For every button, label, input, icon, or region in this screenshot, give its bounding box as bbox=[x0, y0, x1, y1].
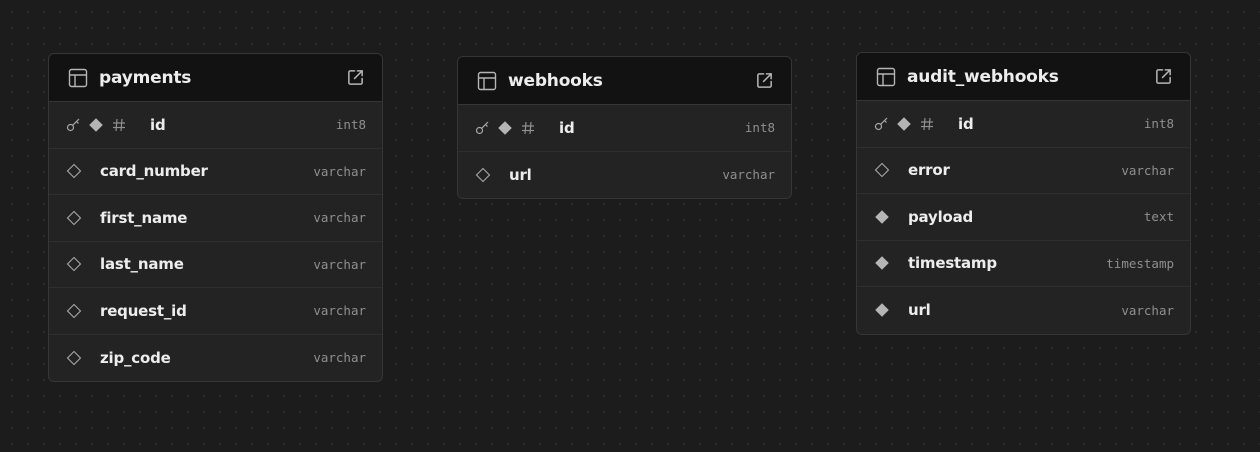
hash-icon bbox=[919, 116, 935, 132]
column-row-last-name[interactable]: last_name varchar bbox=[49, 242, 382, 288]
hash-icon bbox=[520, 120, 536, 136]
hollow-diamond-icon bbox=[66, 303, 82, 319]
table-header: audit_webhooks bbox=[857, 53, 1190, 101]
column-row-id[interactable]: id int8 bbox=[49, 102, 382, 149]
column-row-id[interactable]: id int8 bbox=[458, 105, 791, 152]
column-name: first_name bbox=[100, 208, 188, 227]
column-type: int8 bbox=[335, 117, 366, 133]
key-icon bbox=[475, 120, 491, 136]
filled-diamond-icon bbox=[874, 209, 890, 225]
external-link-icon[interactable] bbox=[1152, 66, 1174, 88]
hollow-diamond-icon bbox=[475, 167, 491, 183]
filled-diamond-icon bbox=[874, 255, 890, 271]
table-card-audit-webhooks[interactable]: audit_webhooks id int8 error varchar pay… bbox=[856, 52, 1191, 335]
hollow-diamond-icon bbox=[66, 256, 82, 272]
column-type: int8 bbox=[1143, 116, 1174, 132]
column-row-payload[interactable]: payload text bbox=[857, 194, 1190, 241]
hollow-diamond-icon bbox=[66, 210, 82, 226]
column-row-zip-code[interactable]: zip_code varchar bbox=[49, 335, 382, 382]
table-card-webhooks[interactable]: webhooks id int8 url varchar bbox=[457, 56, 792, 199]
table-icon bbox=[476, 70, 498, 92]
column-row-error[interactable]: error varchar bbox=[857, 148, 1190, 194]
column-type: text bbox=[1143, 209, 1174, 225]
column-type: varchar bbox=[313, 163, 366, 179]
table-title: audit_webhooks bbox=[907, 66, 1059, 87]
column-type: varchar bbox=[722, 167, 775, 183]
table-title: payments bbox=[99, 67, 192, 88]
column-type: varchar bbox=[313, 303, 366, 319]
column-name: request_id bbox=[100, 301, 187, 320]
column-name: card_number bbox=[100, 162, 208, 181]
filled-diamond-icon bbox=[874, 302, 890, 318]
column-name: payload bbox=[908, 207, 974, 226]
column-name: timestamp bbox=[908, 254, 997, 273]
column-type: timestamp bbox=[1106, 255, 1174, 271]
column-row-timestamp[interactable]: timestamp timestamp bbox=[857, 241, 1190, 287]
filled-diamond-icon bbox=[88, 117, 104, 133]
column-name: url bbox=[908, 301, 931, 320]
column-row-card-number[interactable]: card_number varchar bbox=[49, 149, 382, 195]
column-type: varchar bbox=[313, 210, 366, 226]
table-icon bbox=[875, 66, 897, 88]
column-row-url[interactable]: url varchar bbox=[857, 287, 1190, 334]
column-type: varchar bbox=[1121, 162, 1174, 178]
key-icon bbox=[66, 117, 82, 133]
column-name: error bbox=[908, 161, 950, 180]
key-icon bbox=[874, 116, 890, 132]
external-link-icon[interactable] bbox=[344, 67, 366, 89]
column-name: id bbox=[559, 118, 575, 137]
column-name: url bbox=[509, 165, 532, 184]
column-type: varchar bbox=[313, 256, 366, 272]
column-row-request-id[interactable]: request_id varchar bbox=[49, 288, 382, 335]
column-row-first-name[interactable]: first_name varchar bbox=[49, 195, 382, 242]
column-type: varchar bbox=[313, 350, 366, 366]
column-row-url[interactable]: url varchar bbox=[458, 152, 791, 199]
hollow-diamond-icon bbox=[874, 162, 890, 178]
filled-diamond-icon bbox=[497, 120, 513, 136]
column-row-id[interactable]: id int8 bbox=[857, 101, 1190, 148]
hash-icon bbox=[111, 117, 127, 133]
column-name: id bbox=[150, 115, 166, 134]
hollow-diamond-icon bbox=[66, 163, 82, 179]
column-name: last_name bbox=[100, 255, 184, 274]
column-type: int8 bbox=[744, 120, 775, 136]
table-header: webhooks bbox=[458, 57, 791, 105]
column-type: varchar bbox=[1121, 302, 1174, 318]
table-header: payments bbox=[49, 54, 382, 102]
column-name: id bbox=[958, 114, 974, 133]
table-title: webhooks bbox=[508, 70, 603, 91]
filled-diamond-icon bbox=[896, 116, 912, 132]
column-name: zip_code bbox=[100, 348, 171, 367]
external-link-icon[interactable] bbox=[753, 70, 775, 92]
table-card-payments[interactable]: payments id int8 card_number varchar fir… bbox=[48, 53, 383, 382]
hollow-diamond-icon bbox=[66, 350, 82, 366]
table-icon bbox=[67, 67, 89, 89]
